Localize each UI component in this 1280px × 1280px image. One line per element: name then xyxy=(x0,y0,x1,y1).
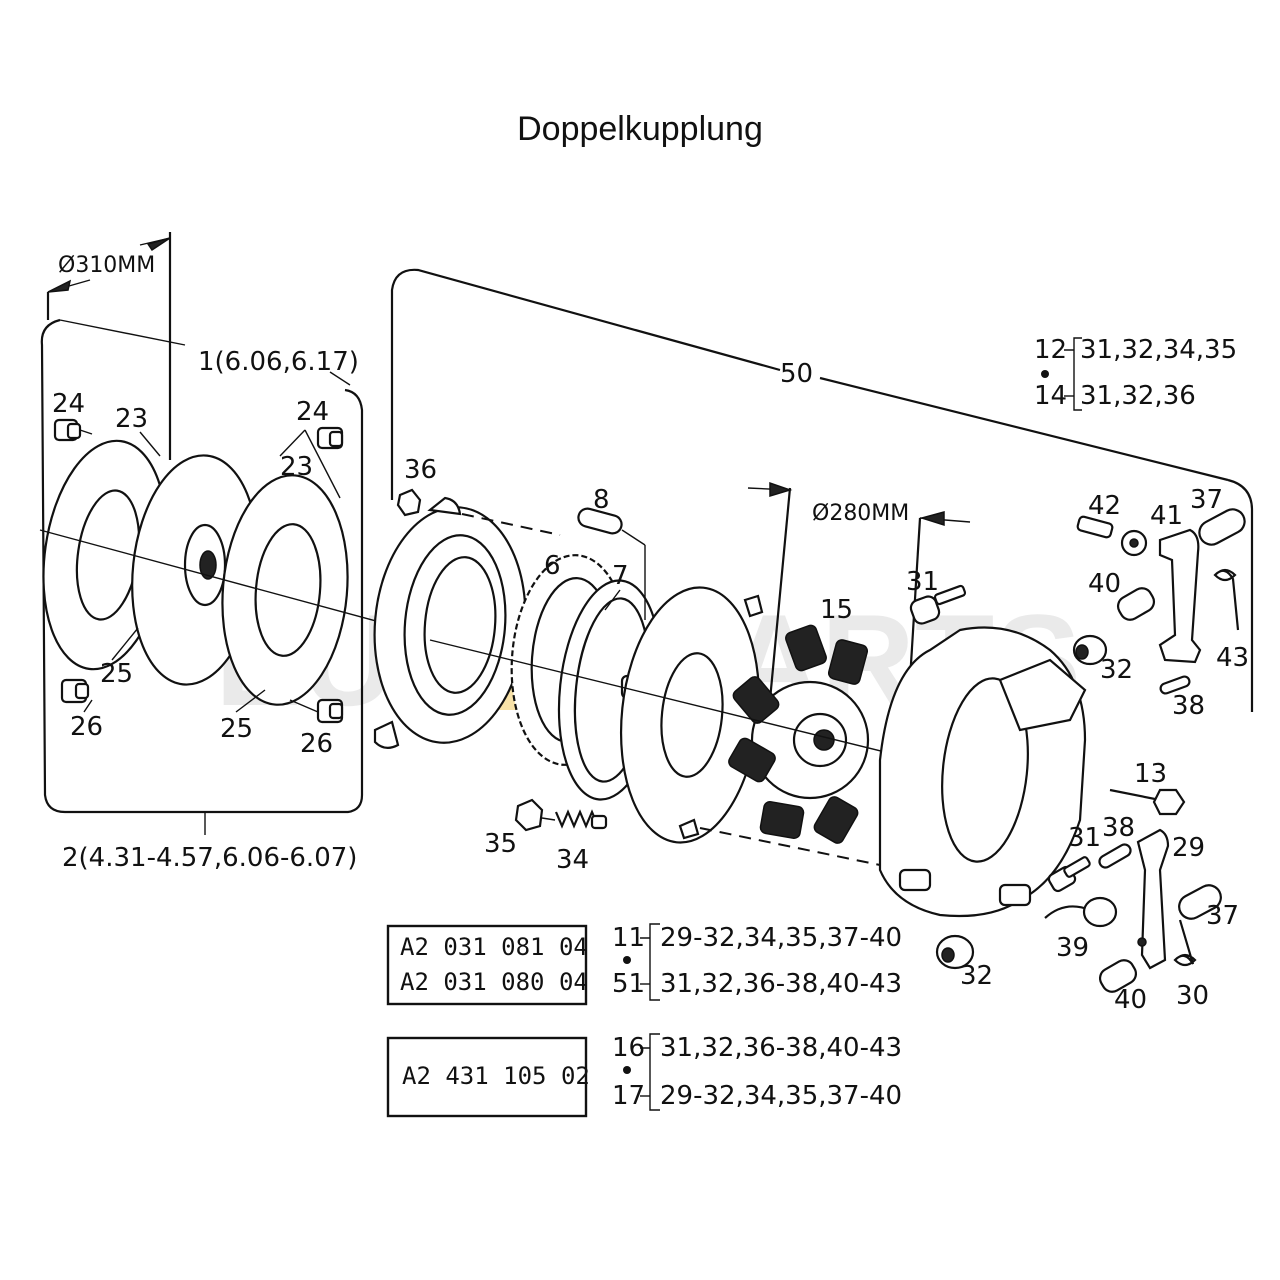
svg-text:25: 25 xyxy=(220,714,253,744)
svg-text:38: 38 xyxy=(1172,691,1205,721)
dimension-310-label: Ø310MM xyxy=(58,253,155,278)
spring-30 xyxy=(1173,919,1197,967)
svg-text:13: 13 xyxy=(1134,759,1167,789)
svg-text:29-32,34,35,37-40: 29-32,34,35,37-40 xyxy=(660,1081,902,1111)
bolt-24-right xyxy=(316,426,344,450)
spring-43 xyxy=(1213,568,1240,631)
svg-text:14: 14 xyxy=(1034,381,1067,411)
dimension-310: Ø310MM xyxy=(46,232,172,460)
svg-text:15: 15 xyxy=(820,595,853,625)
left-group-bracket xyxy=(40,318,364,835)
svg-text:31: 31 xyxy=(1068,823,1101,853)
svg-text:8: 8 xyxy=(593,485,610,515)
svg-text:26: 26 xyxy=(300,729,333,759)
part-code-box-1: A2 031 081 04 A2 031 080 04 11 29-32,34,… xyxy=(386,923,902,1006)
bolt-31-top xyxy=(909,584,967,625)
svg-text:36: 36 xyxy=(404,455,437,485)
svg-text:17: 17 xyxy=(612,1081,645,1111)
svg-text:51: 51 xyxy=(612,969,645,999)
pin-37-top xyxy=(1198,508,1246,546)
svg-text:31: 31 xyxy=(906,567,939,597)
svg-text:11: 11 xyxy=(612,923,645,953)
svg-text:A2 031 081 04: A2 031 081 04 xyxy=(400,933,588,961)
svg-text:26: 26 xyxy=(70,712,103,742)
spring-34 xyxy=(554,809,608,830)
diagram-title: Doppelkupplung xyxy=(517,110,763,148)
svg-text:37: 37 xyxy=(1206,901,1239,931)
clutch-housing xyxy=(878,626,1087,918)
bushing-32-bottom xyxy=(935,934,975,970)
svg-text:43: 43 xyxy=(1216,643,1249,673)
hose-39 xyxy=(1044,896,1118,928)
svg-text:31,32,36: 31,32,36 xyxy=(1080,381,1196,411)
lever-29 xyxy=(1136,828,1170,970)
svg-text:42: 42 xyxy=(1088,491,1121,521)
dimension-280-label: Ø280MM xyxy=(812,501,909,526)
pin-38-top xyxy=(1159,675,1191,695)
group-2-label: 2(4.31-4.57,6.06-6.07) xyxy=(62,843,357,873)
right-brake-disc xyxy=(221,474,349,706)
svg-text:6: 6 xyxy=(544,551,561,581)
bolt-13 xyxy=(1109,788,1186,816)
svg-text:12: 12 xyxy=(1034,335,1067,365)
bolt-31-bottom xyxy=(1047,856,1091,893)
group-50-label: 50 xyxy=(780,359,813,389)
svg-text:35: 35 xyxy=(484,829,517,859)
svg-text:25: 25 xyxy=(100,659,133,689)
svg-text:7: 7 xyxy=(612,561,629,591)
svg-text:32: 32 xyxy=(960,961,993,991)
kit-legend-top: 12 31,32,34,35 14 31,32,36 xyxy=(1034,335,1237,411)
svg-text:29: 29 xyxy=(1172,833,1205,863)
pressure-plate-36 xyxy=(373,488,527,749)
svg-text:30: 30 xyxy=(1176,981,1209,1011)
bushing-40-top xyxy=(1116,587,1156,621)
group-50-bracket: 50 xyxy=(390,268,1254,712)
svg-text:37: 37 xyxy=(1190,485,1223,515)
svg-text:40: 40 xyxy=(1114,985,1147,1015)
bolt-24-left xyxy=(53,418,82,442)
intermediate-plate xyxy=(619,586,764,844)
svg-text:34: 34 xyxy=(556,845,589,875)
svg-text:40: 40 xyxy=(1088,569,1121,599)
pin-8 xyxy=(577,507,646,620)
svg-text:31,32,36-38,40-43: 31,32,36-38,40-43 xyxy=(660,969,902,999)
right-callouts: 36 8 6 7 15 35 34 31 42 41 37 40 43 32 3… xyxy=(404,455,1249,1015)
dimension-280: Ø280MM xyxy=(747,481,971,701)
svg-text:31,32,34,35: 31,32,34,35 xyxy=(1080,335,1237,365)
svg-text:29-32,34,35,37-40: 29-32,34,35,37-40 xyxy=(660,923,902,953)
svg-text:39: 39 xyxy=(1056,933,1089,963)
svg-text:16: 16 xyxy=(612,1033,645,1063)
svg-text:31,32,36-38,40-43: 31,32,36-38,40-43 xyxy=(660,1033,902,1063)
svg-text:41: 41 xyxy=(1150,501,1183,531)
svg-text:24: 24 xyxy=(296,397,329,427)
left-callouts: 24 23 24 23 25 26 25 26 xyxy=(52,389,341,759)
svg-text:32: 32 xyxy=(1100,655,1133,685)
svg-text:24: 24 xyxy=(52,389,85,419)
svg-text:23: 23 xyxy=(280,452,313,482)
svg-text:A2 031 080 04: A2 031 080 04 xyxy=(400,968,588,996)
clutch-disc-15 xyxy=(728,624,870,844)
bolt-26-left xyxy=(60,678,90,704)
svg-text:23: 23 xyxy=(115,404,148,434)
pin-38-bottom xyxy=(1098,843,1132,869)
nut-35 xyxy=(514,798,556,832)
bushing-40-bottom xyxy=(1098,959,1138,993)
pin-37-bottom xyxy=(1178,884,1222,920)
bushing-32-top xyxy=(1072,634,1108,666)
bolt-26-right xyxy=(316,698,344,724)
bolt-42 xyxy=(1076,515,1148,557)
group-1-label: 1(6.06,6.17) xyxy=(198,347,359,377)
lever-41 xyxy=(1158,528,1202,664)
svg-text:38: 38 xyxy=(1102,813,1135,843)
part-code-box-2: A2 431 105 02 16 31,32,36-38,40-43 17 29… xyxy=(386,1033,902,1118)
svg-text:A2 431 105 02: A2 431 105 02 xyxy=(402,1062,590,1090)
